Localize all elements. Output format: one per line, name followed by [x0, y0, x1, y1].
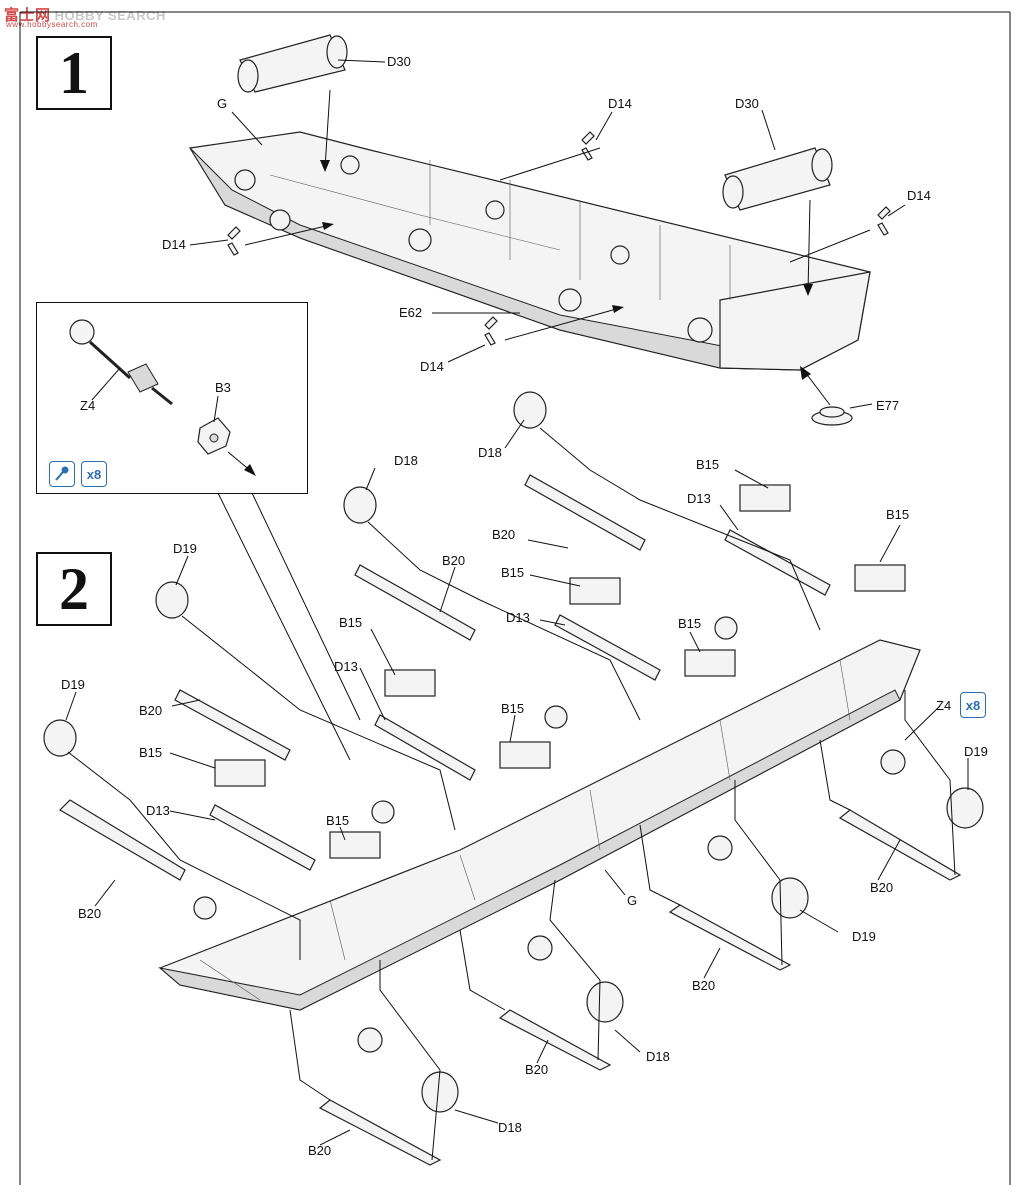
watermark-cn: 富士网 [4, 7, 51, 24]
label-d14-c: D14 [162, 237, 186, 252]
label-d14-b: D14 [907, 188, 931, 203]
label-d30-b: D30 [735, 96, 759, 111]
label-d18-c: D18 [646, 1049, 670, 1064]
label-b20-e: B20 [870, 880, 893, 895]
part-d30-right [722, 147, 833, 211]
label-d19-b: D19 [61, 677, 85, 692]
hull-assembly [189, 131, 871, 371]
quantity-badge-step2: x8 [960, 692, 986, 718]
label-b15-h: B15 [326, 813, 349, 828]
detail-inset: x8 [36, 302, 308, 494]
label-d18-a: D18 [394, 453, 418, 468]
label-d13-c: D13 [334, 659, 358, 674]
watermark-url: www.hobbysearch.com [6, 20, 98, 29]
label-d13-a: D13 [687, 491, 711, 506]
label-g-step2: G [627, 893, 637, 908]
label-b15-e: B15 [339, 615, 362, 630]
label-b15-b: B15 [886, 507, 909, 522]
label-b20-d: B20 [78, 906, 101, 921]
label-d13-d: D13 [146, 803, 170, 818]
z4-ball-joints [193, 616, 906, 1053]
wheel-hubs [43, 391, 984, 1113]
label-b15-f: B15 [501, 701, 524, 716]
part-b3-inset [197, 417, 231, 455]
step-2-label: 2 [59, 556, 89, 622]
label-d30-a: D30 [387, 54, 411, 69]
road-wheel-arms [318, 809, 962, 1166]
step-number-1: 1 [36, 36, 112, 110]
label-d18-b: D18 [478, 445, 502, 460]
label-e62: E62 [399, 305, 422, 320]
bogie-units [59, 474, 906, 881]
glue-icon [49, 461, 75, 487]
label-b15-a: B15 [696, 457, 719, 472]
label-inset-z4: Z4 [80, 398, 95, 413]
label-e77: E77 [876, 398, 899, 413]
label-b20-b: B20 [442, 553, 465, 568]
label-d14-d: D14 [420, 359, 444, 374]
label-b20-a: B20 [492, 527, 515, 542]
part-d14-pins [227, 131, 891, 346]
quantity-badge: x8 [81, 461, 107, 487]
part-d30-left [237, 34, 348, 93]
label-d14-a: D14 [608, 96, 632, 111]
step-number-2: 2 [36, 552, 112, 626]
part-e77 [811, 406, 853, 426]
label-b15-d: B15 [678, 616, 701, 631]
label-d13-b: D13 [506, 610, 530, 625]
label-d19-a: D19 [173, 541, 197, 556]
label-g: G [217, 96, 227, 111]
label-b20-c: B20 [139, 703, 162, 718]
label-d19-c: D19 [964, 744, 988, 759]
label-d18-d: D18 [498, 1120, 522, 1135]
step-1-label: 1 [59, 40, 89, 106]
part-z4-inset [69, 319, 173, 406]
label-b20-h: B20 [308, 1143, 331, 1158]
label-b15-g: B15 [139, 745, 162, 760]
label-d19-d: D19 [852, 929, 876, 944]
hull-lower-step2 [158, 639, 921, 1011]
label-inset-b3: B3 [215, 380, 231, 395]
label-b20-f: B20 [692, 978, 715, 993]
label-b15-c: B15 [501, 565, 524, 580]
label-b20-g: B20 [525, 1062, 548, 1077]
label-z4: Z4 [936, 698, 951, 713]
